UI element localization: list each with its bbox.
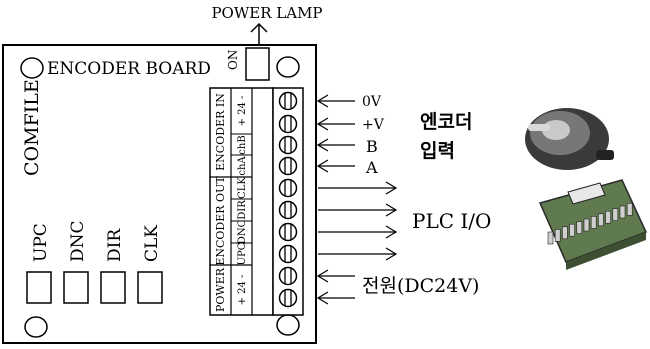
power-lamp-label: POWER LAMP	[211, 4, 322, 22]
on-label: ON	[226, 50, 240, 70]
plc-terminal	[569, 223, 575, 237]
pin-label-upc: UPC	[237, 242, 248, 265]
pin-label-dnc: DNC	[237, 219, 248, 244]
mounting-hole-bottom-left	[24, 316, 48, 338]
plc-terminal	[605, 210, 611, 224]
power-lamp	[245, 47, 270, 81]
board-title: ENCODER BOARD	[47, 59, 211, 79]
mounting-hole-top-left	[20, 57, 44, 79]
mounting-hole-top-right	[276, 56, 300, 78]
arrow-dir-out-head	[385, 203, 398, 217]
callout-encoder-input-line1: 엔코더	[420, 111, 472, 133]
led-dir	[100, 271, 126, 304]
led-label-dnc: DNC	[68, 220, 88, 262]
plc-terminal	[612, 208, 619, 221]
plc-terminal	[590, 216, 597, 229]
arrow-a-head	[316, 159, 329, 173]
terminal-label-block	[209, 87, 274, 316]
led-label-dir: DIR	[105, 228, 125, 262]
pin-label-encoder-power: + 24 -	[237, 96, 248, 127]
terminal-screw	[278, 91, 298, 111]
arrow-plus-v-head	[316, 117, 329, 131]
terminal-screws	[278, 91, 298, 308]
pin-label-dir: DIR	[237, 200, 248, 220]
group-title-power: POWER	[214, 267, 227, 312]
callout-plus-v: +V	[362, 117, 385, 133]
arrow-clk-out-head	[385, 181, 398, 195]
led-dnc	[63, 271, 89, 304]
led-label-upc: UPC	[31, 223, 51, 262]
terminal-screw	[278, 156, 298, 176]
callout-encoder-input-line2: 입력	[420, 140, 455, 162]
terminal-screw	[278, 178, 298, 198]
plc-board-label	[567, 182, 606, 205]
power-lamp-arrowhead	[250, 22, 268, 33]
plc-terminal	[576, 221, 583, 234]
plc-terminal	[562, 226, 568, 240]
plc-terminal	[619, 205, 626, 219]
callout-0v: 0V	[362, 94, 382, 110]
brand-label: COMFILE	[21, 79, 43, 176]
signal-arrows	[316, 94, 398, 305]
pin-label-clk: CLK	[237, 177, 248, 199]
arrow-b-head	[316, 138, 329, 152]
terminal-screw	[278, 244, 298, 264]
terminal-screw	[278, 200, 298, 220]
terminal-screw	[278, 135, 298, 155]
encoder-cable-gland	[596, 150, 614, 160]
plc-terminal	[626, 203, 633, 216]
callout-plc-io: PLC I/O	[412, 209, 491, 233]
arrow-0v-head	[316, 94, 329, 108]
pin-label-power: + 24 -	[237, 275, 248, 306]
plc-io-photo	[538, 179, 648, 270]
terminal-screw	[278, 114, 298, 134]
arrow-upc-out-head	[385, 247, 398, 261]
terminal-screw	[278, 266, 298, 286]
plc-terminal	[547, 231, 554, 245]
plc-terminal	[598, 213, 604, 227]
group-title-encoder-in: ENCODER IN	[214, 93, 227, 171]
terminal-screw	[278, 288, 298, 308]
led-label-clk: CLK	[142, 225, 162, 262]
encoder-photo	[525, 108, 614, 170]
group-title-encoder-out: ENCODER OUT	[214, 176, 227, 266]
arrow-power-minus-head	[316, 291, 329, 305]
arrow-power-plus-head	[316, 269, 329, 283]
encoder-shaft	[528, 124, 550, 131]
pin-label-chb: chB	[237, 135, 248, 154]
plc-terminal-strip	[547, 203, 633, 245]
terminal-screw	[278, 222, 298, 242]
pin-label-cha: chA	[237, 156, 248, 176]
callout-power: 전원(DC24V)	[362, 275, 479, 297]
led-clk	[137, 271, 163, 304]
callout-a: A	[365, 158, 378, 177]
plc-terminal	[583, 218, 590, 232]
led-group: UPC DNC DIR CLK	[26, 220, 163, 304]
plc-board-edge	[566, 232, 646, 270]
arrow-dnc-out-head	[385, 225, 398, 239]
callout-b: B	[366, 137, 378, 156]
plc-terminal	[554, 229, 561, 242]
led-upc	[26, 271, 52, 304]
